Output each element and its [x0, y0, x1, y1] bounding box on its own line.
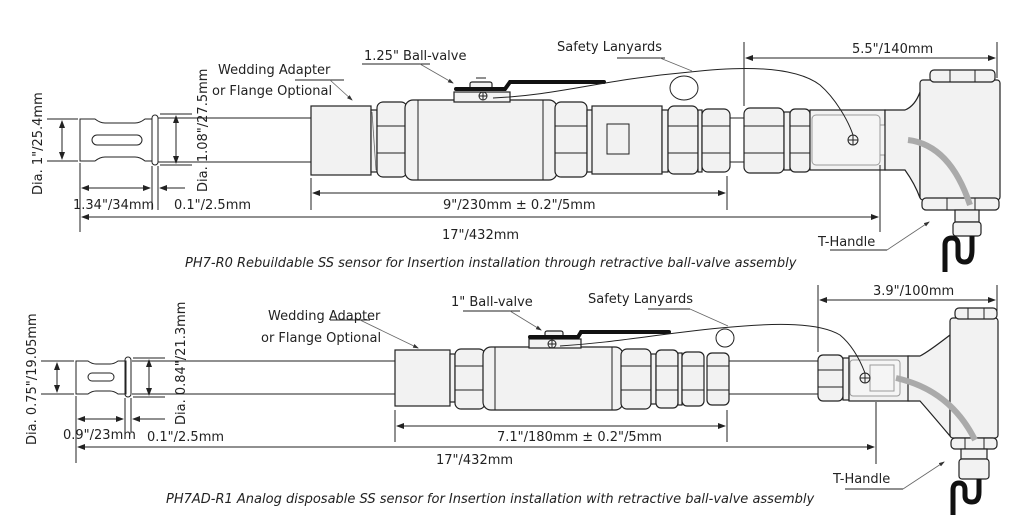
- ball-valve-handle: [454, 80, 606, 91]
- wedding-adapter: [310, 105, 372, 176]
- dimension-lines: [47, 42, 998, 232]
- sensor-shaft: [158, 117, 312, 163]
- hex-nut: [454, 348, 486, 410]
- dimension-lines: [41, 285, 998, 464]
- tip-diameter-label: Dia. 0.75"/19.05mm: [25, 313, 40, 445]
- t-handle-label: T-Handle: [817, 235, 875, 250]
- handle-length-label: 5.5"/140mm: [852, 42, 933, 57]
- compression-fitting: [661, 105, 731, 175]
- packing-gland: [591, 105, 663, 175]
- leader-arrow: [902, 461, 945, 490]
- adapter-label-line2: or Flange Optional: [212, 84, 332, 99]
- lanyards-label: Safety Lanyards: [557, 40, 662, 55]
- adapter-label-line1: Wedding Adapter: [218, 63, 331, 78]
- valve-span-label: 9"/230mm ± 0.2"/5mm: [443, 198, 596, 213]
- hex-nut: [743, 107, 811, 174]
- lanyard-loop: [669, 75, 699, 101]
- sensor-tip: [79, 114, 159, 166]
- hex-nut: [376, 101, 408, 178]
- leader-arrow: [509, 310, 542, 331]
- lanyards-label: Safety Lanyards: [588, 292, 693, 307]
- thread: [370, 109, 378, 173]
- ball-valve-label: 1.25" Ball-valve: [364, 49, 466, 64]
- compression-fitting: [620, 348, 730, 410]
- tip-length-label: 0.9"/23mm: [63, 428, 136, 443]
- adapter-label-line2: or Flange Optional: [261, 331, 381, 346]
- t-handle: [848, 307, 999, 515]
- tip-diameter-label: Dia. 1"/25.4mm: [31, 92, 46, 195]
- ball-valve-body: [404, 77, 558, 181]
- hex-nut: [817, 354, 850, 402]
- hex-nut: [554, 101, 594, 178]
- safety-lanyard: [559, 323, 866, 374]
- diagram-ph7ad-r1: Dia. 0.75"/19.05mm Dia. 0.84"/21.3mm Wed…: [25, 284, 999, 515]
- ball-valve-label: 1" Ball-valve: [451, 295, 533, 310]
- leader-arrow: [419, 63, 454, 84]
- total-length-label: 17"/432mm: [436, 453, 513, 468]
- ball-valve-body: [482, 330, 624, 411]
- sensor-tip: [75, 356, 132, 398]
- total-length-label: 17"/432mm: [442, 228, 519, 243]
- valve-span-label: 7.1"/180mm ± 0.2"/5mm: [497, 430, 662, 445]
- ball-valve-handle: [528, 330, 671, 339]
- diagram-ph7-r0: Dia. 1"/25.4mm Dia. 1.08"/27.5mm Wedding…: [31, 40, 1001, 272]
- shaft-diameter-label: Dia. 1.08"/27.5mm: [196, 69, 211, 192]
- leader-arrow: [359, 319, 419, 349]
- thread: [449, 353, 456, 403]
- adapter-label-line1: Wedding Adapter: [268, 309, 381, 324]
- lanyard-loop: [715, 328, 735, 348]
- leader-arrow: [659, 57, 693, 72]
- tip-length-label: 1.34"/34mm: [73, 198, 154, 213]
- leader-arrow: [886, 221, 930, 251]
- t-handle-label: T-Handle: [832, 472, 890, 487]
- leader-arrow: [689, 308, 729, 327]
- shaft-diameter-label: Dia. 0.84"/21.3mm: [174, 302, 189, 425]
- handle-length-label: 3.9"/100mm: [873, 284, 954, 299]
- safety-lanyard: [492, 67, 854, 136]
- diagram-caption: PH7-R0 Rebuildable SS sensor for Inserti…: [185, 256, 797, 271]
- diagram-caption: PH7AD-R1 Analog disposable SS sensor for…: [166, 492, 814, 507]
- leader-arrow: [329, 79, 353, 101]
- groove-width-label: 0.1"/2.5mm: [147, 430, 224, 445]
- wedding-adapter: [394, 349, 451, 407]
- t-handle: [809, 69, 1001, 272]
- groove-width-label: 0.1"/2.5mm: [174, 198, 251, 213]
- sensor-shaft: [132, 360, 820, 395]
